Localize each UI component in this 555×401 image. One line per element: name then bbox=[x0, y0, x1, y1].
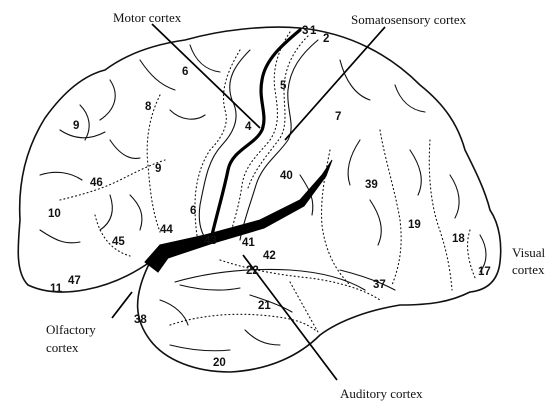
somatosensory-cortex-label: Somatosensory cortex bbox=[351, 12, 467, 27]
brodmann-area-44: 44 bbox=[160, 224, 173, 236]
central-sulcus bbox=[212, 30, 300, 235]
somatosensory-cortex-pointer bbox=[285, 27, 385, 140]
brodmann-area-41: 41 bbox=[242, 237, 255, 249]
precentral-sulcus bbox=[199, 50, 250, 240]
brodmann-area-2: 2 bbox=[323, 33, 329, 45]
brodmann-area-19: 19 bbox=[408, 219, 421, 231]
brodmann-area-47: 47 bbox=[68, 275, 81, 287]
visual-cortex-label-line1: Visual bbox=[512, 245, 546, 260]
motor-cortex-label: Motor cortex bbox=[113, 10, 182, 25]
boundary-dots bbox=[248, 36, 308, 188]
boundary-dots bbox=[290, 282, 318, 332]
brodmann-area-40: 40 bbox=[280, 170, 293, 182]
brodmann-area-4: 4 bbox=[245, 121, 252, 133]
brodmann-area-11: 11 bbox=[50, 283, 63, 295]
brain-outline bbox=[18, 27, 500, 372]
olfactory-cortex-label-line1: Olfactory bbox=[46, 322, 96, 337]
brodmann-area-18: 18 bbox=[452, 233, 465, 245]
brodmann-area-6-upper: 6 bbox=[182, 66, 188, 78]
brodmann-area-9-lower: 9 bbox=[155, 163, 161, 175]
olfactory-cortex-pointer bbox=[112, 292, 132, 318]
brodmann-area-6-lower: 6 bbox=[190, 205, 196, 217]
brodmann-area-5: 5 bbox=[280, 80, 287, 92]
brodmann-area-9-upper: 9 bbox=[73, 120, 79, 132]
brodmann-area-21: 21 bbox=[258, 300, 271, 312]
brodmann-area-7: 7 bbox=[335, 111, 341, 123]
lateral-fissure bbox=[145, 160, 332, 272]
brodmann-area-3: 3 bbox=[302, 25, 308, 37]
visual-cortex-label-line2: cortex bbox=[512, 262, 545, 277]
brodmann-area-17: 17 bbox=[478, 266, 491, 278]
brodmann-area-45: 45 bbox=[112, 236, 125, 248]
brodmann-area-20: 20 bbox=[213, 357, 226, 369]
brodmann-area-8: 8 bbox=[145, 101, 152, 113]
brodmann-area-39: 39 bbox=[365, 179, 378, 191]
brodmann-area-22: 22 bbox=[246, 265, 259, 277]
boundary-dots bbox=[429, 140, 452, 290]
motor-cortex-pointer bbox=[152, 24, 260, 128]
boundary-dots bbox=[60, 160, 165, 200]
boundary-dots bbox=[380, 130, 401, 285]
brodmann-area-38: 38 bbox=[134, 314, 147, 326]
brodmann-area-46: 46 bbox=[90, 177, 103, 189]
brodmann-area-37: 37 bbox=[373, 279, 386, 291]
olfactory-cortex-label-line2: cortex bbox=[46, 340, 79, 355]
auditory-cortex-label: Auditory cortex bbox=[340, 386, 423, 401]
brodmann-area-1: 1 bbox=[310, 25, 317, 37]
boundary-dots bbox=[468, 230, 476, 280]
brodmann-area-43: 43 bbox=[204, 235, 217, 247]
brodmann-area-10: 10 bbox=[48, 208, 61, 220]
brodmann-area-42: 42 bbox=[263, 250, 276, 262]
boundary-dots bbox=[220, 260, 380, 300]
